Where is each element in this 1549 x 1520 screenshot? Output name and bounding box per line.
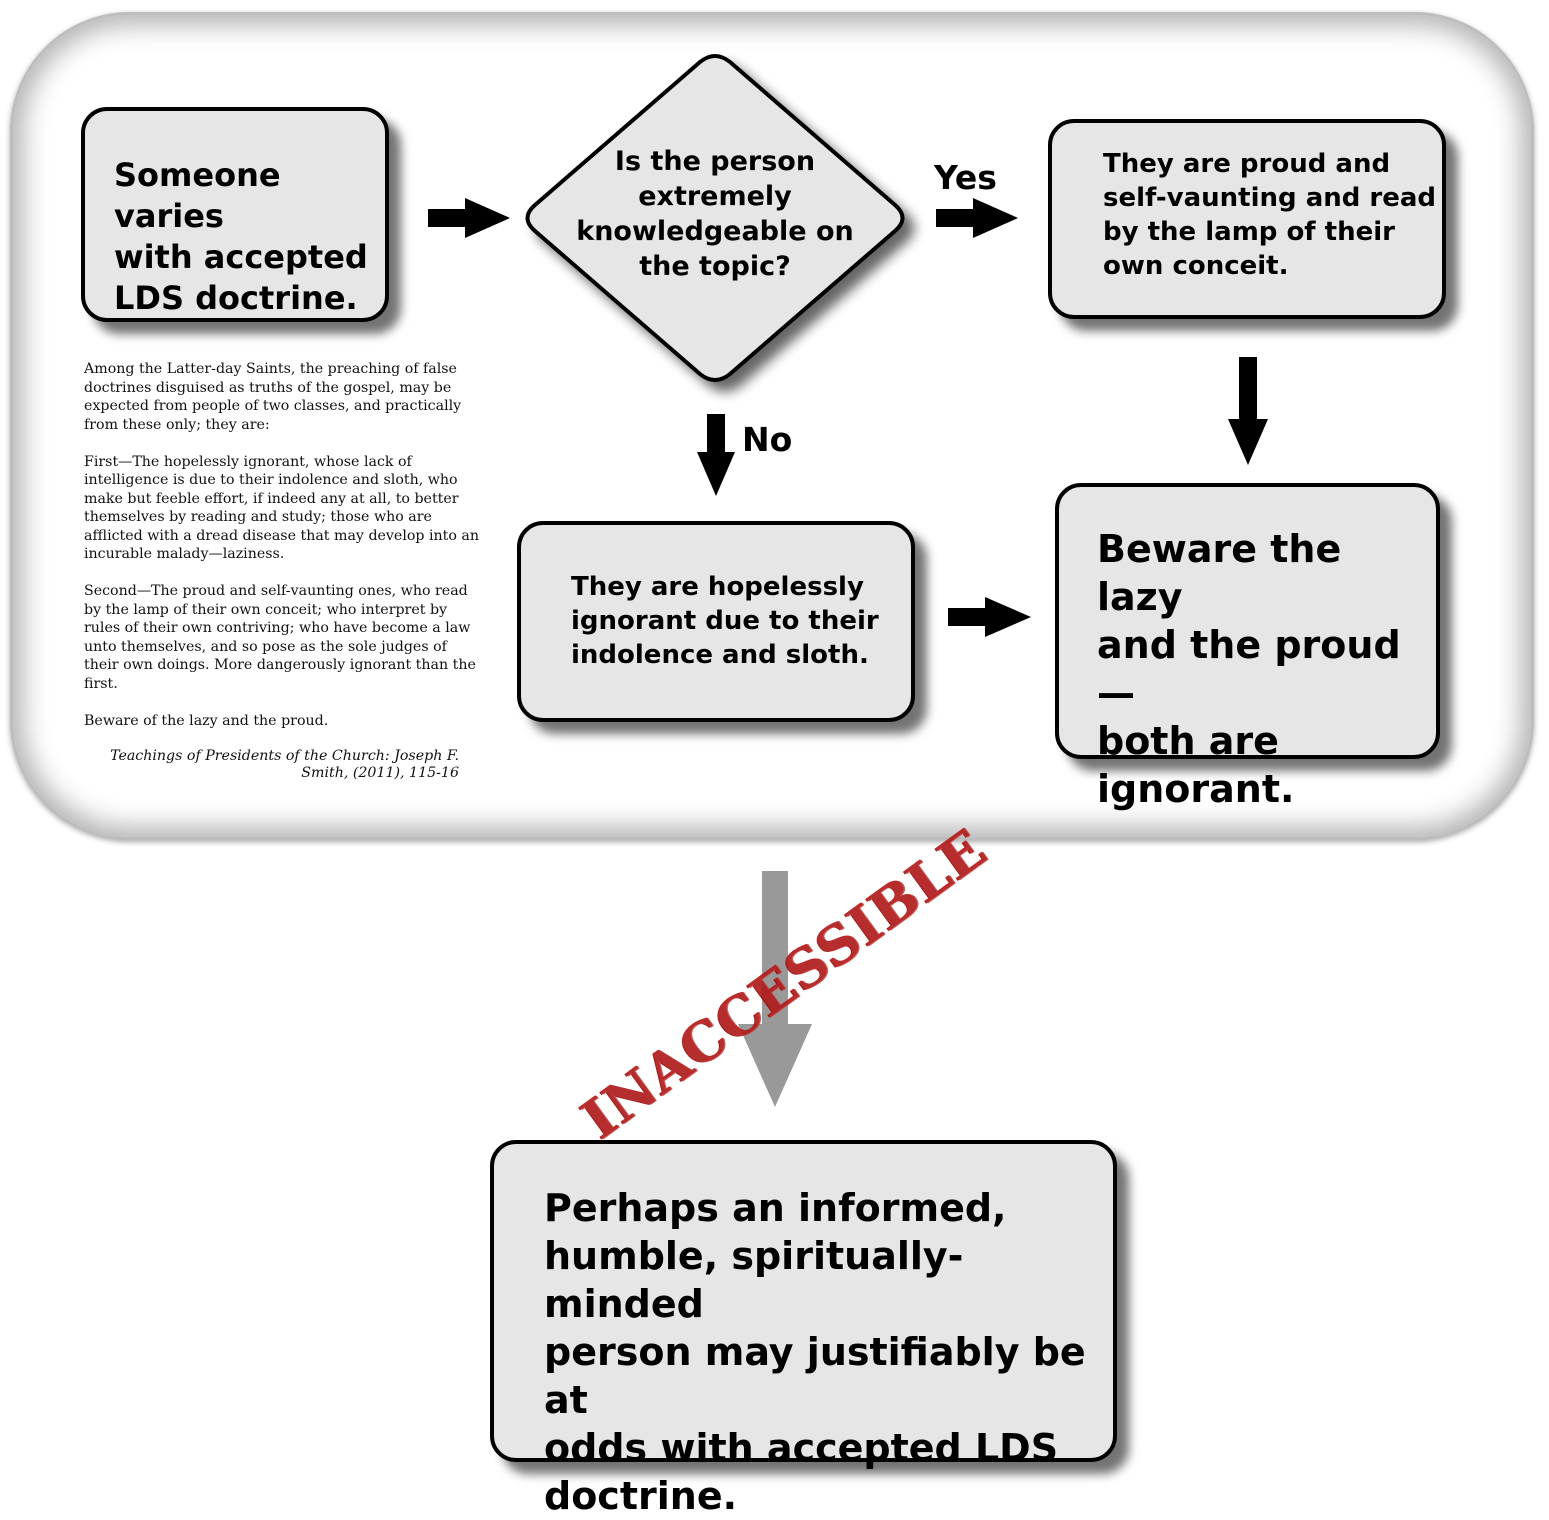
proud-box: They are proud and self-vaunting and rea… xyxy=(1048,119,1446,319)
question-line: knowledgeable on xyxy=(576,216,854,247)
decision-diamond xyxy=(525,54,905,382)
start-box: Someone varies with accepted LDS doctrin… xyxy=(81,107,389,322)
arrow-yes xyxy=(936,198,1018,238)
perhaps-line: odds with accepted LDS xyxy=(544,1426,1059,1470)
ignorant-line: indolence and sloth. xyxy=(571,640,869,670)
gray-arrow-down xyxy=(738,871,812,1107)
question-line: the topic? xyxy=(639,251,791,282)
proud-line: own conceit. xyxy=(1103,251,1289,281)
perhaps-line: person may justifiably be at xyxy=(544,1330,1086,1422)
proud-line: They are proud and xyxy=(1103,149,1391,179)
beware-line: ignorant. xyxy=(1097,767,1295,811)
arrow-proud-down xyxy=(1228,357,1268,465)
beware-line: Beware the lazy xyxy=(1097,527,1342,619)
quote-paragraph: Among the Latter-day Saints, the preachi… xyxy=(84,361,462,433)
perhaps-line: Perhaps an informed, xyxy=(544,1186,1007,1230)
arrow-no xyxy=(697,414,735,496)
ignorant-line: ignorant due to their xyxy=(571,606,879,636)
start-line: LDS doctrine. xyxy=(114,279,358,317)
arrow-ignorant-to-beware xyxy=(948,597,1031,637)
perhaps-line: humble, spiritually-minded xyxy=(544,1234,964,1326)
yes-label: Yes xyxy=(934,158,997,197)
no-label: No xyxy=(742,420,793,459)
proud-line: self-vaunting and read xyxy=(1103,183,1437,213)
arrow-start-to-question xyxy=(428,198,510,238)
proud-line: by the lamp of their xyxy=(1103,217,1395,247)
perhaps-box: Perhaps an informed, humble, spiritually… xyxy=(490,1140,1117,1518)
beware-box: Beware the lazy and the proud— both are … xyxy=(1055,483,1440,811)
question-text: Is the person extremely knowledgeable on… xyxy=(573,144,857,284)
start-line: with accepted xyxy=(114,238,368,276)
beware-line: both are xyxy=(1097,719,1279,763)
quote-paragraph: Second—The proud and self-vaunting ones,… xyxy=(84,583,476,692)
quote-block: Among the Latter-day Saints, the preachi… xyxy=(84,360,484,749)
start-line: Someone varies xyxy=(114,156,281,235)
quote-citation: Teachings of Presidents of the Church: J… xyxy=(110,748,459,781)
quote-paragraph: Beware of the lazy and the proud. xyxy=(84,712,329,729)
question-line: Is the person xyxy=(614,146,816,177)
perhaps-line: doctrine. xyxy=(544,1474,738,1518)
quote-paragraph: First—The hopelessly ignorant, whose lac… xyxy=(84,453,480,563)
question-line: extremely xyxy=(638,181,792,212)
beware-line: and the proud— xyxy=(1097,623,1401,715)
ignorant-line: They are hopelessly xyxy=(571,572,864,602)
ignorant-box: They are hopelessly ignorant due to thei… xyxy=(517,521,915,722)
